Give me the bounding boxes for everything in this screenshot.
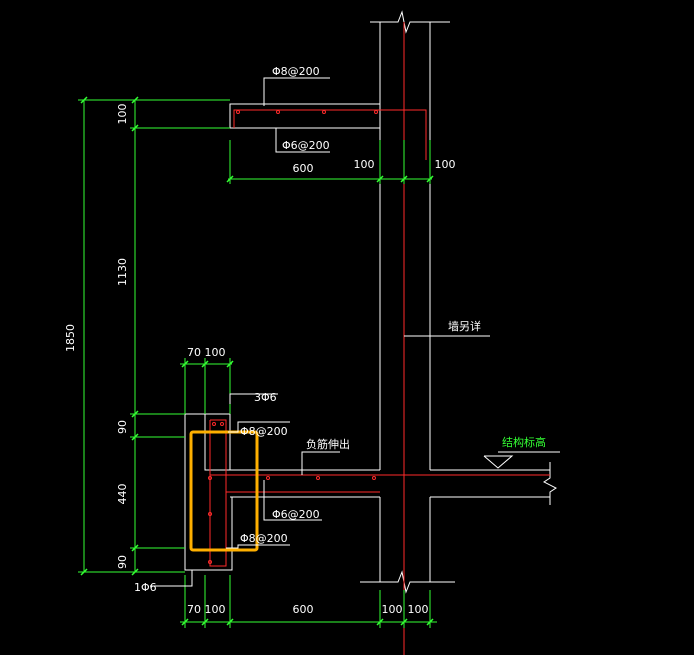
label-top-rebar-2: Φ6@200 (282, 139, 330, 152)
leader-lines (150, 77, 560, 587)
label-beam-stirrup-1: Φ8@200 (240, 425, 288, 438)
label-wall-note: 墙另详 (448, 319, 481, 333)
dim-bot-100: 100 (205, 603, 226, 616)
dim-left-90-bottom: 90 (116, 555, 129, 569)
highlight-box (189, 430, 259, 552)
upper-slab-outline (229, 103, 380, 129)
dim-top-600: 600 (293, 162, 314, 175)
label-top-rebar-1: Φ8@200 (272, 65, 320, 78)
label-slab-note: 负筋伸出 (306, 437, 350, 451)
label-bottom-bar: 1Φ6 (134, 581, 157, 594)
dim-bot-70: 70 (187, 603, 201, 616)
dim-bot-600: 600 (293, 603, 314, 616)
dim-top-100-right: 100 (435, 158, 456, 171)
label-beam-side: Φ6@200 (272, 508, 320, 521)
dim-left-1850: 1850 (64, 324, 77, 352)
level-symbol (483, 455, 514, 469)
dim-left-1130: 1130 (116, 258, 129, 286)
dim-mid-100: 100 (205, 346, 226, 359)
dim-left-440: 440 (116, 484, 129, 505)
dimension-ticks (80, 96, 434, 626)
rebar-dots (208, 110, 378, 564)
dim-mid-70: 70 (187, 346, 201, 359)
label-level-note: 结构标高 (502, 435, 546, 449)
label-beam-top-bars: 3Φ6 (254, 391, 277, 404)
upper-slab-top-bar (233, 109, 427, 160)
dim-top-100-col: 100 (354, 158, 375, 171)
beam-stirrup (209, 419, 227, 567)
dim-left-90-top: 90 (116, 420, 129, 434)
annotation-texts: Φ8@200 Φ6@200 3Φ6 Φ8@200 负筋伸出 Φ6@200 Φ8@… (134, 65, 546, 594)
label-beam-stirrup-2: Φ8@200 (240, 532, 288, 545)
dim-bot-100-a: 100 (382, 603, 403, 616)
dimension-texts: 100 1130 1850 90 440 90 600 100 100 70 1… (64, 104, 456, 617)
dim-top-100: 100 (116, 104, 129, 125)
rebar (209, 22, 550, 655)
dim-bot-100-b: 100 (408, 603, 429, 616)
edge-beam-outline (184, 413, 233, 571)
